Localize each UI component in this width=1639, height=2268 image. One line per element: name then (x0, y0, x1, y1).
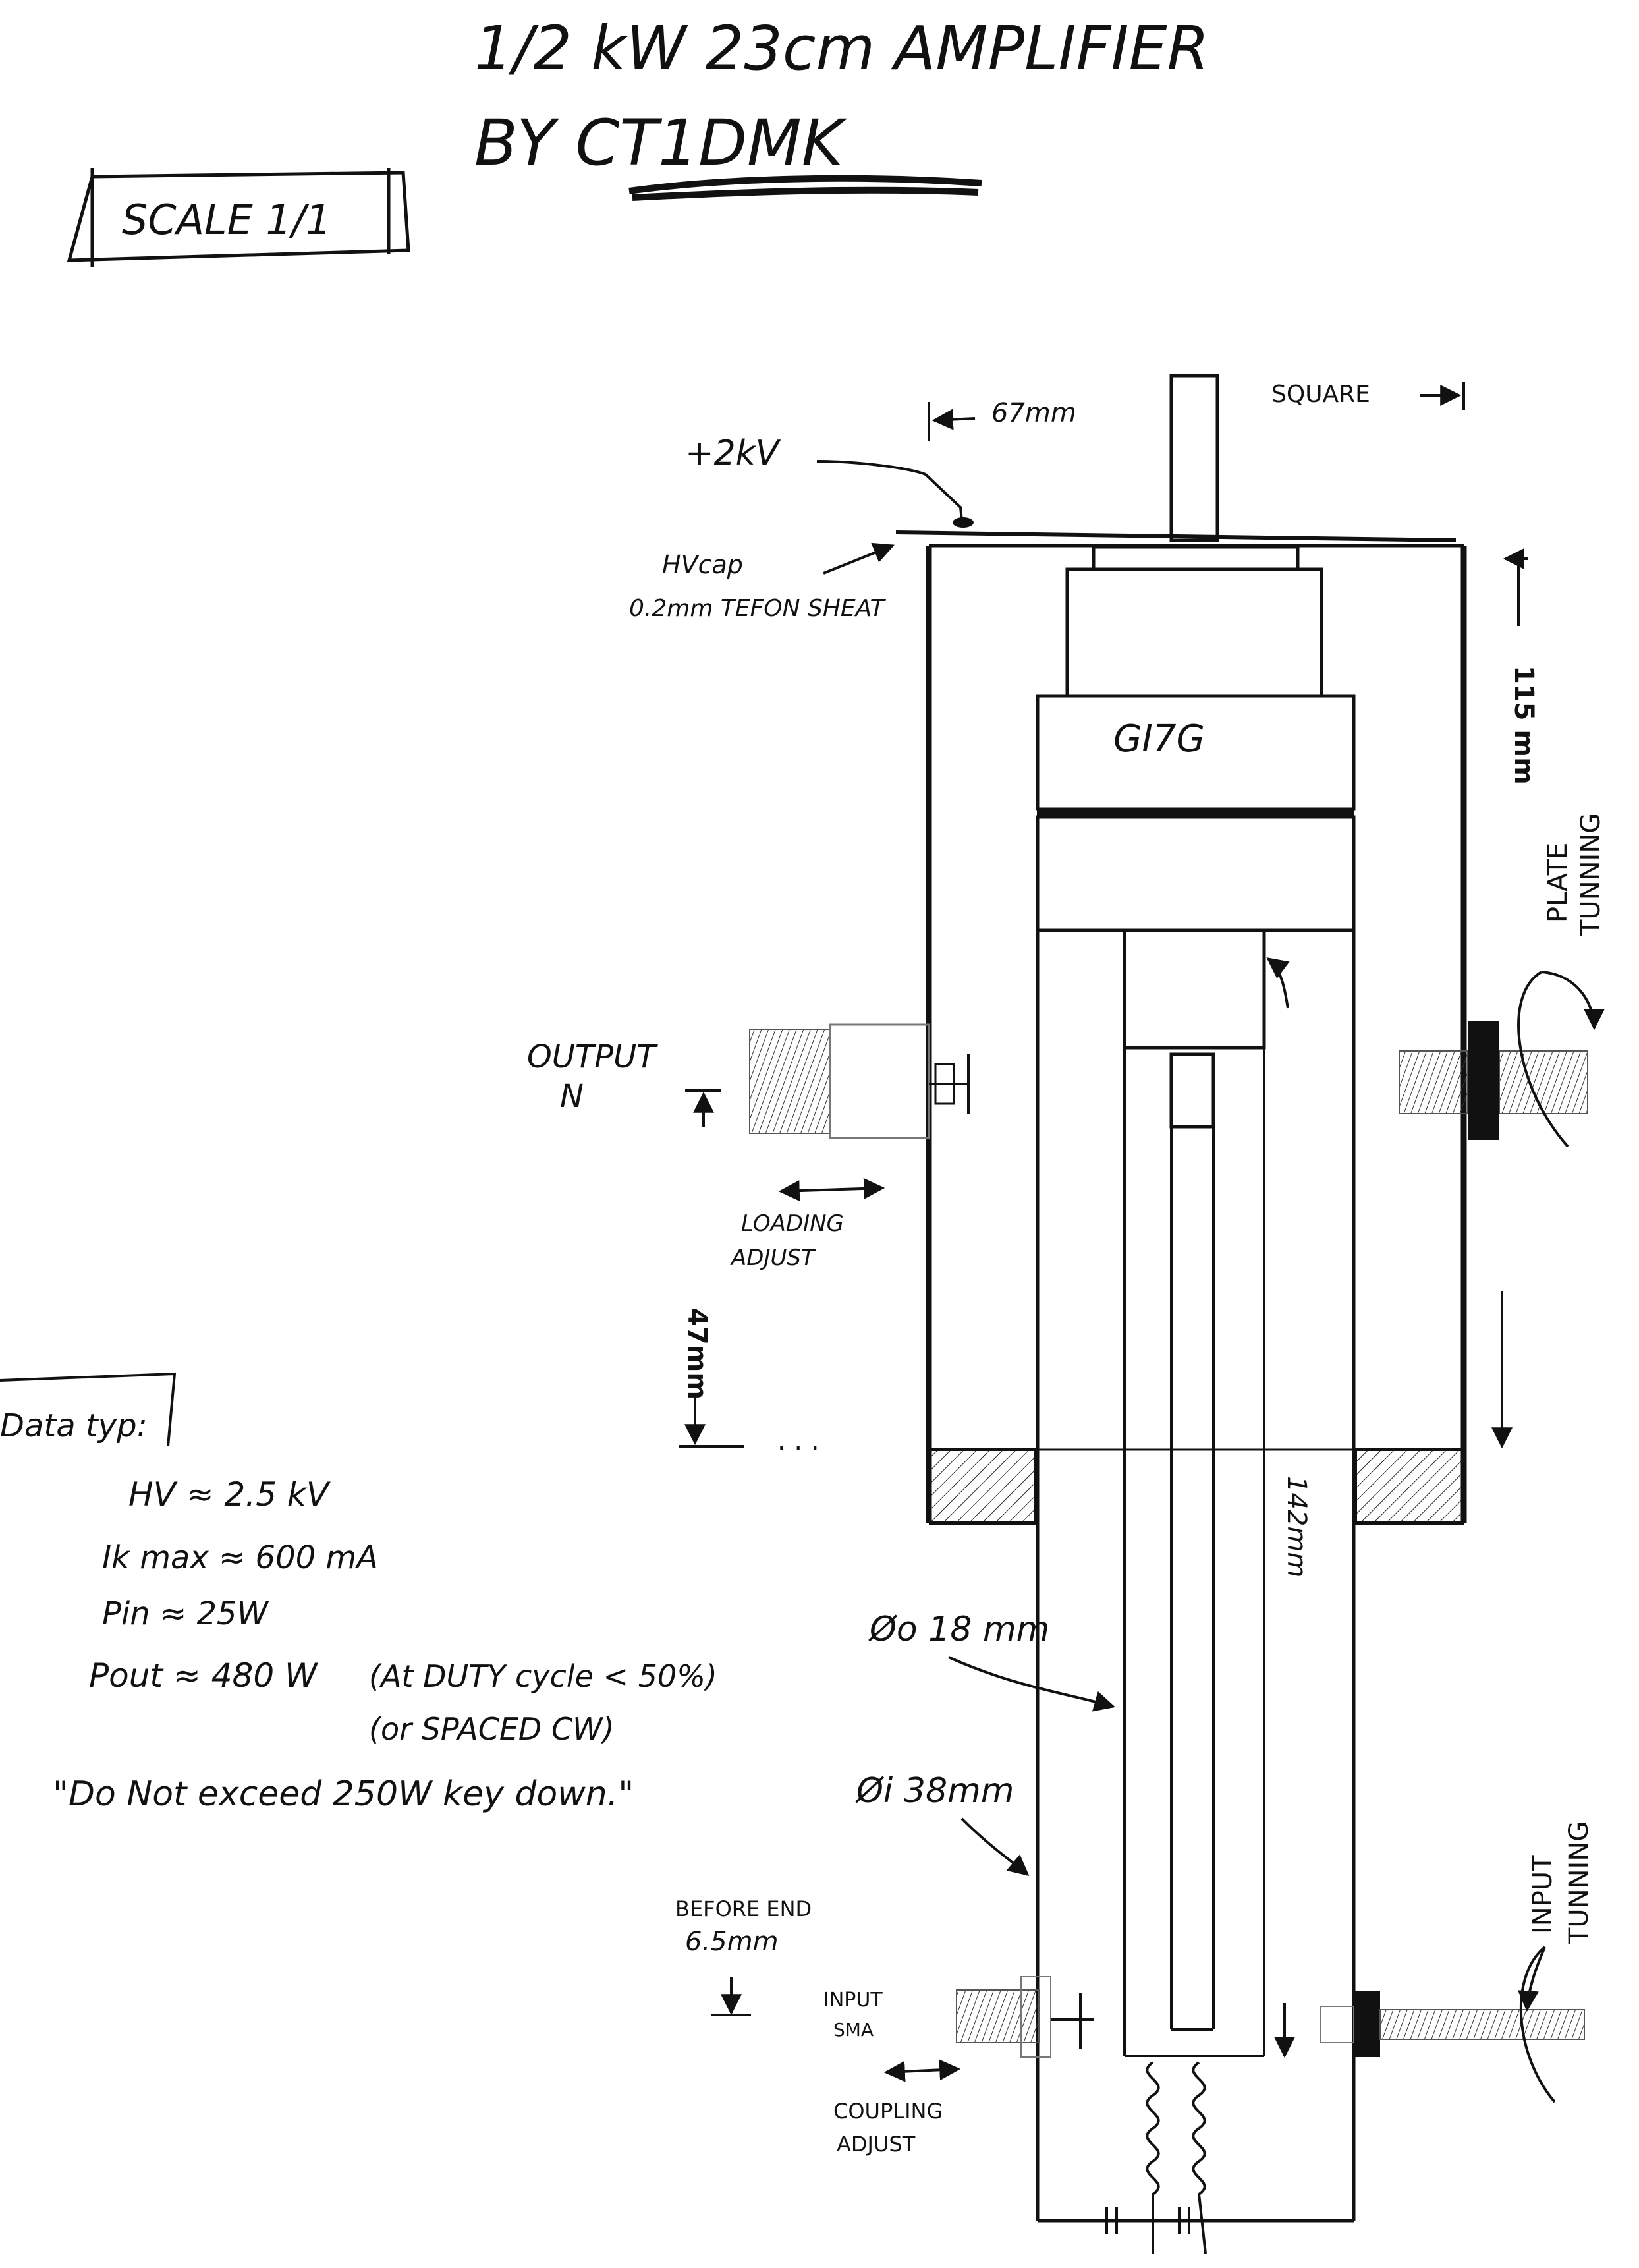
data-warning: "Do Not exceed 250W key down." (53, 1774, 634, 1814)
input-coils (1105, 2061, 1207, 2254)
input-tuning-screw (1320, 1991, 1585, 2057)
square-dimension: SQUARE (1271, 381, 1465, 410)
plate-tuning-screw (1399, 1021, 1588, 1140)
input-sma-connector (956, 1976, 1094, 2058)
output-label-2: N (560, 1078, 584, 1115)
output-label-1: OUTPUT (527, 1038, 658, 1075)
loading-adjust-label-2: ADJUST (730, 1245, 816, 1271)
plate-tuning-text-1: PLATE (1543, 843, 1573, 922)
dim-142-label: 142mm (1281, 1476, 1312, 1577)
data-spaced: (or SPACED CW) (369, 1711, 615, 1747)
coupling-adjust-label-1: COUPLING (833, 2099, 943, 2124)
title-block: 1/2 kW 23cm AMPLIFIER BY CT1DMK (474, 13, 1209, 201)
anode-cap (1092, 545, 1300, 571)
input-tuning-text-2: TUNNING (1564, 1821, 1594, 1944)
plate-tuning-label: PLATE TUNNING (1517, 813, 1606, 1148)
tube-label: GI7G (1113, 718, 1205, 760)
title-line2: BY CT1DMK (474, 106, 848, 180)
cathode-stub (1169, 1052, 1215, 1129)
input-tuning-label: INPUT TUNNING (1517, 1821, 1594, 2103)
input-sma-label-1: INPUT (823, 1989, 883, 2012)
data-pout: Pout ≈ 480 W (89, 1657, 318, 1695)
data-hv: HV ≈ 2.5 kV (128, 1475, 331, 1514)
dim-115-label: 115 mm (1509, 666, 1539, 785)
plate-cavity (895, 374, 1467, 2223)
dim-67-label: 67mm (991, 398, 1076, 428)
output-n-connector (749, 1023, 970, 1139)
before-end-label-1: BEFORE END (675, 1896, 812, 1921)
title-underline-scribble (628, 175, 982, 201)
hv-plate (895, 530, 1457, 542)
hvcap-label-1: HVcap (662, 550, 743, 579)
dimension-142mm: 142mm (1281, 1291, 1513, 1577)
hv-plus-label: +2kV (685, 434, 781, 473)
dimension-115mm: 115 mm (1503, 548, 1539, 785)
cathode-cup (1123, 928, 1266, 1050)
data-ik: Ik max ≈ 600 mA (102, 1539, 378, 1576)
data-typ-block: Data typ: HV ≈ 2.5 kV Ik max ≈ 600 mA Pi… (0, 1372, 717, 1814)
anode-block (1065, 567, 1323, 698)
dots-leader: . . . (777, 1426, 820, 1456)
hvcap-label-2: 0.2mm TEFON SHEAT (629, 595, 887, 622)
input-sma-label-2: SMA (833, 2019, 874, 2041)
coupling-adjust-label-2: ADJUST (837, 2132, 916, 2157)
input-tuning-text-1: INPUT (1528, 1855, 1558, 1934)
data-duty: (At DUTY cycle < 50%) (369, 1658, 717, 1694)
plate-tuning-text-2: TUNNING (1576, 813, 1606, 936)
tube-base (1036, 815, 1356, 932)
before-end-label-2: 6.5mm (685, 1927, 779, 1957)
data-pin: Pin ≈ 25W (102, 1595, 269, 1632)
title-line1: 1/2 kW 23cm AMPLIFIER (474, 13, 1209, 84)
scale-label: SCALE 1/1 (122, 196, 331, 244)
spacer-left (929, 1448, 1037, 1523)
od18-label: Øo 18 mm (868, 1610, 1049, 1649)
data-heading: Data typ: (0, 1407, 148, 1444)
id38-label: Øi 38mm (855, 1771, 1014, 1811)
dim-47-label: 47mm (682, 1308, 712, 1400)
scale-box: SCALE 1/1 (67, 168, 410, 267)
dimension-67mm: 67mm (928, 398, 1076, 441)
dimension-47mm: 47mm . . . (679, 1308, 820, 1456)
square-label: SQUARE (1271, 381, 1370, 408)
spacer-right (1354, 1448, 1464, 1523)
loading-adjust-label-1: LOADING (741, 1210, 844, 1237)
tuning-shaft-top (1169, 374, 1219, 542)
